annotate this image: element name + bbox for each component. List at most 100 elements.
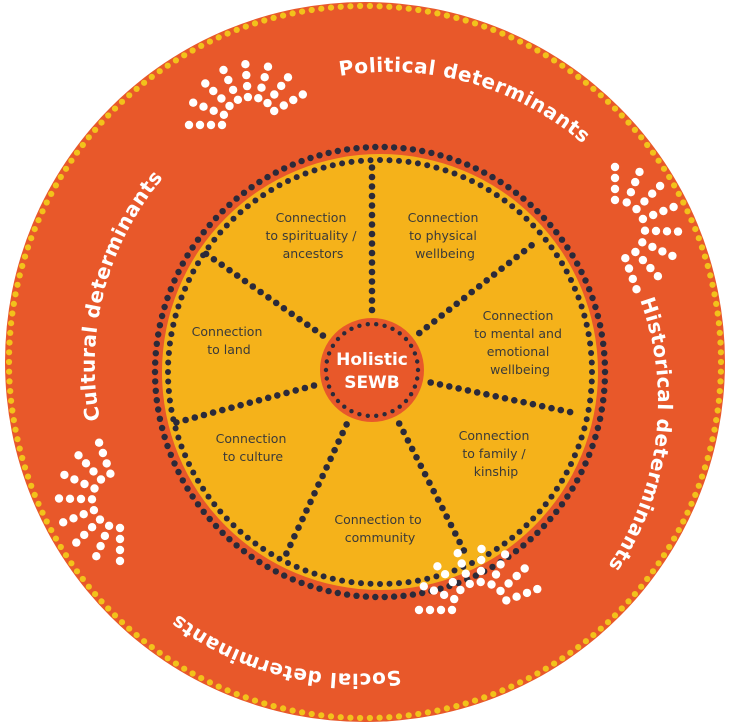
boundary-dot bbox=[171, 277, 178, 284]
rim-dot bbox=[6, 378, 13, 385]
white-dot bbox=[425, 605, 435, 615]
boundary-dot bbox=[320, 573, 327, 580]
boundary-dot bbox=[563, 469, 570, 476]
white-dot bbox=[622, 198, 631, 207]
boundary-dot bbox=[175, 268, 182, 276]
boundary-dot bbox=[155, 406, 162, 413]
spoke-dot bbox=[528, 242, 535, 249]
boundary-dot bbox=[184, 252, 191, 259]
white-dot bbox=[621, 254, 630, 263]
rim-dot bbox=[711, 426, 718, 433]
spoke-dot bbox=[304, 321, 311, 329]
boundary-dot bbox=[559, 260, 565, 267]
spoke-dot bbox=[368, 306, 376, 314]
boundary-dot bbox=[233, 542, 240, 549]
center-dot bbox=[335, 398, 341, 404]
spoke-dot bbox=[368, 297, 376, 304]
boundary-dot bbox=[558, 236, 566, 243]
boundary-dot bbox=[574, 260, 581, 267]
white-dot bbox=[243, 92, 253, 102]
rim-dot bbox=[551, 57, 558, 64]
boundary-dot bbox=[164, 294, 171, 302]
boundary-dot bbox=[601, 359, 608, 366]
white-dot bbox=[429, 586, 439, 595]
spoke-dot bbox=[408, 445, 416, 453]
boundary-dot bbox=[367, 580, 374, 587]
boundary-dot bbox=[167, 451, 174, 458]
rim-dot bbox=[471, 697, 479, 704]
white-dot bbox=[522, 588, 532, 598]
boundary-dot bbox=[165, 350, 172, 356]
boundary-dot bbox=[272, 568, 279, 575]
boundary-dot bbox=[400, 592, 407, 599]
white-dot bbox=[79, 510, 88, 519]
white-dot bbox=[447, 605, 457, 615]
boundary-dot bbox=[161, 433, 168, 441]
rim-dot bbox=[376, 714, 383, 721]
boundary-dot bbox=[501, 540, 508, 547]
rim-dot bbox=[405, 5, 412, 12]
spoke-dot bbox=[307, 498, 314, 506]
boundary-dot bbox=[272, 169, 279, 176]
boundary-dot bbox=[578, 303, 585, 310]
rim-dot bbox=[172, 57, 179, 64]
rim-dot bbox=[462, 17, 469, 24]
spoke-dot bbox=[538, 402, 546, 410]
spoke-dot bbox=[310, 382, 318, 389]
white-dot bbox=[669, 202, 678, 212]
boundary-dot bbox=[223, 515, 230, 522]
rim-dot bbox=[551, 660, 558, 667]
rim-dot bbox=[717, 349, 725, 356]
rim-dot bbox=[684, 208, 691, 215]
boundary-dot bbox=[200, 508, 207, 515]
boundary-dot bbox=[485, 551, 492, 557]
boundary-dot bbox=[464, 161, 471, 168]
boundary-dot bbox=[472, 572, 479, 579]
rim-dot bbox=[575, 73, 582, 80]
boundary-dot bbox=[493, 545, 500, 552]
boundary-dot bbox=[558, 501, 566, 508]
rim-dot bbox=[327, 713, 335, 720]
white-dot bbox=[95, 515, 105, 524]
boundary-dot bbox=[200, 229, 207, 236]
rim-dot bbox=[118, 619, 126, 626]
segment-family-label: Connection to family / kinship bbox=[459, 428, 534, 479]
boundary-dot bbox=[334, 589, 341, 597]
boundary-dot bbox=[588, 359, 595, 366]
spoke-dot bbox=[296, 315, 303, 323]
rim-dot bbox=[688, 500, 695, 507]
rim-dot bbox=[644, 141, 651, 149]
boundary-dot bbox=[587, 397, 594, 404]
spoke-dot bbox=[209, 409, 217, 416]
boundary-dot bbox=[195, 260, 201, 267]
rim-dot bbox=[28, 235, 35, 242]
boundary-dot bbox=[205, 493, 212, 500]
boundary-dot bbox=[260, 192, 267, 199]
center-dot bbox=[342, 404, 347, 409]
outer-rim-dots bbox=[5, 2, 725, 722]
rim-dot bbox=[8, 397, 15, 404]
rim-dot bbox=[638, 583, 645, 590]
white-dot bbox=[102, 459, 111, 468]
rim-dot bbox=[660, 165, 668, 172]
center-dot bbox=[326, 351, 332, 356]
white-dot bbox=[87, 495, 97, 504]
white-dot bbox=[115, 556, 125, 566]
boundary-dot bbox=[414, 160, 421, 167]
center-dot bbox=[390, 326, 395, 331]
center-dot bbox=[408, 392, 414, 397]
rim-dot bbox=[490, 26, 497, 33]
spoke-dot bbox=[460, 547, 468, 554]
rim-dot bbox=[508, 34, 515, 41]
rim-dot bbox=[12, 291, 19, 298]
white-dot bbox=[649, 210, 658, 220]
rim-dot bbox=[308, 710, 315, 718]
white-dot bbox=[206, 120, 216, 130]
boundary-dot bbox=[381, 143, 388, 151]
boundary-dot bbox=[542, 236, 549, 243]
white-dot bbox=[487, 580, 496, 589]
white-dot bbox=[658, 247, 667, 256]
boundary-dot bbox=[601, 350, 608, 357]
white-dot bbox=[80, 479, 89, 489]
spoke-dot bbox=[548, 404, 555, 412]
